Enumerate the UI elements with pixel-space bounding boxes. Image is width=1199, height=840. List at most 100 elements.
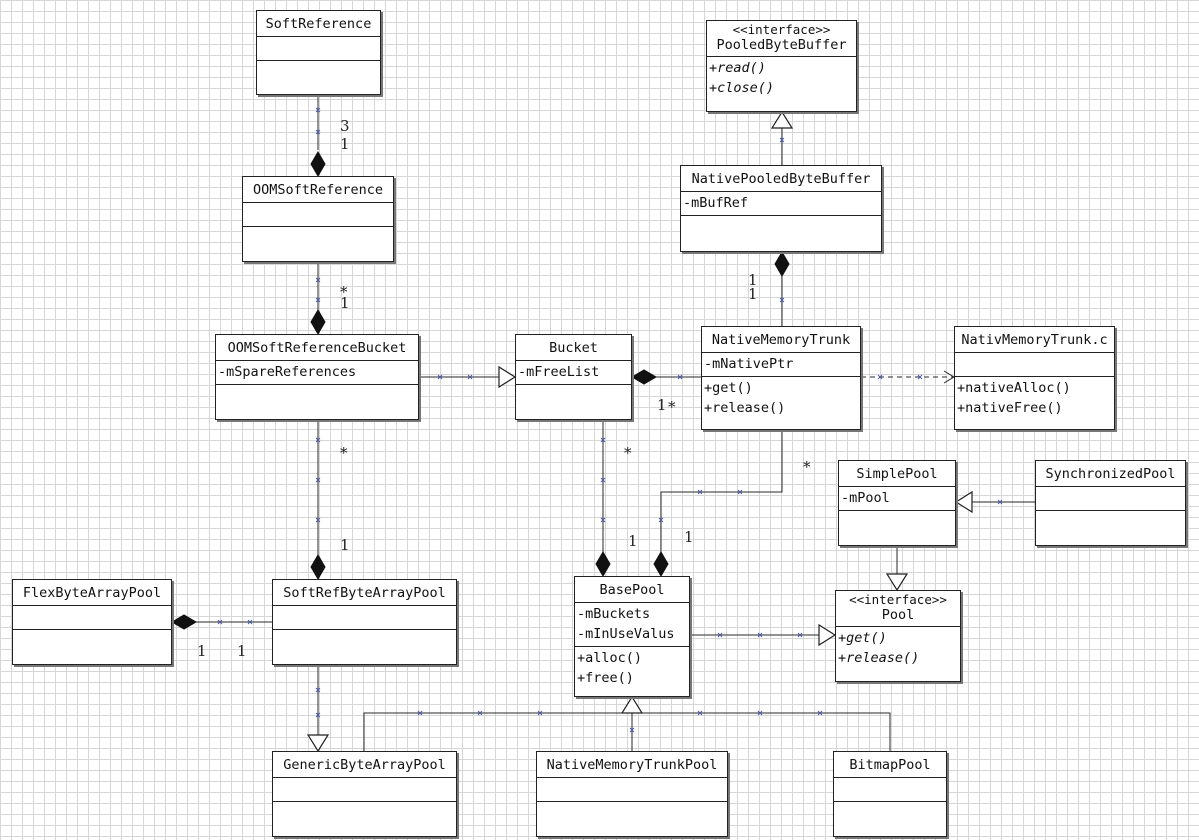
attributes-compartment [1036, 487, 1185, 511]
multiplicity-label: 1 [748, 271, 758, 289]
class-native-memory-trunk-pool[interactable]: NativeMemoryTrunkPool [536, 751, 728, 837]
attributes-compartment: -mBuckets -mInUseValus [575, 603, 689, 647]
attributes-compartment: -mNativePtr [702, 353, 860, 377]
class-nativ-memory-trunk-c[interactable]: NativMemoryTrunk.c +nativeAlloc() +nativ… [954, 326, 1115, 430]
realization-arrow [770, 110, 794, 129]
class-generic-byte-array-pool[interactable]: GenericByteArrayPool [272, 751, 457, 837]
operation-get: +get() [704, 380, 753, 396]
operations-compartment [681, 216, 881, 251]
composition-diamond [595, 551, 611, 577]
anchor-marker [737, 489, 743, 495]
class-pool[interactable]: <<interface>> Pool +get() +release() [835, 590, 961, 682]
multiplicity-label: 1 [340, 294, 350, 312]
anchor-marker [315, 517, 321, 523]
attribute-native-ptr: -mNativePtr [704, 356, 794, 372]
multiplicity-label: * [803, 458, 811, 476]
class-header: <<interface>> Pool [836, 591, 960, 627]
anchor-marker [757, 632, 763, 638]
multiplicity-label: * [668, 398, 676, 416]
anchor-marker [779, 297, 785, 303]
anchor-marker [247, 619, 253, 625]
operation-native-alloc: +nativeAlloc() [957, 380, 1071, 396]
anchor-marker [817, 710, 823, 716]
attributes-compartment: -mFreeList [516, 361, 631, 385]
generalization-line [363, 712, 891, 751]
class-header: <<interface>> PooledByteBuffer [707, 21, 856, 57]
class-pooled-byte-buffer[interactable]: <<interface>> PooledByteBuffer +read() +… [706, 20, 857, 112]
anchor-marker [477, 710, 483, 716]
class-name: NativMemoryTrunk.c [955, 327, 1114, 353]
operations-compartment [516, 385, 631, 419]
composition-diamond [310, 554, 326, 580]
stereotype-label: <<interface>> [849, 592, 947, 607]
class-name: OOMSoftReferenceBucket [216, 335, 418, 361]
anchor-marker [600, 477, 606, 483]
multiplicity-label: 1 [657, 396, 667, 414]
class-synchronized-pool[interactable]: SynchronizedPool [1035, 460, 1186, 546]
anchor-marker [917, 374, 923, 380]
anchor-marker [757, 710, 763, 716]
class-base-pool[interactable]: BasePool -mBuckets -mInUseValus +alloc()… [574, 576, 690, 697]
composition-diamond [774, 251, 790, 277]
composition-diamond [171, 614, 197, 630]
operations-compartment [537, 802, 727, 836]
class-name: PooledByteBuffer [716, 37, 847, 53]
multiplicity-label: 1 [684, 528, 694, 546]
composition-diamond [310, 151, 326, 177]
anchor-marker [677, 374, 683, 380]
multiplicity-label: * [624, 444, 632, 462]
anchor-marker [697, 489, 703, 495]
anchor-marker [437, 374, 443, 380]
realization-arrow [885, 573, 909, 592]
attribute-buckets: -mBuckets [577, 606, 651, 622]
operations-compartment [13, 630, 171, 664]
composition-diamond [631, 369, 657, 385]
operations-compartment: +alloc() +free() [575, 647, 689, 696]
anchor-marker [779, 137, 785, 143]
class-name: NativeMemoryTrunkPool [537, 752, 727, 778]
anchor-marker [467, 374, 473, 380]
class-soft-ref-byte-array-pool[interactable]: SoftRefByteArrayPool [272, 579, 457, 665]
anchor-marker [217, 619, 223, 625]
class-simple-pool[interactable]: SimplePool -mPool [838, 460, 956, 546]
operation-alloc: +alloc() [577, 650, 643, 666]
class-oom-soft-reference-bucket[interactable]: OOMSoftReferenceBucket -mSpareReferences [215, 334, 419, 420]
class-name: BitmapPool [834, 752, 946, 778]
class-name: Pool [881, 607, 915, 623]
class-soft-reference[interactable]: SoftReference [256, 10, 381, 95]
operation-native-free: +nativeFree() [957, 400, 1063, 416]
attribute-spare-references: -mSpareReferences [218, 364, 357, 380]
operations-compartment: +read() +close() [707, 57, 856, 111]
operations-compartment [834, 802, 946, 836]
class-name: SoftReference [257, 11, 380, 37]
class-flex-byte-array-pool[interactable]: FlexByteArrayPool [12, 579, 172, 665]
anchor-marker [997, 499, 1003, 505]
attribute-in-use-valus: -mInUseValus [577, 626, 675, 642]
class-bucket[interactable]: Bucket -mFreeList [515, 334, 632, 420]
attributes-compartment [273, 606, 456, 630]
operations-compartment [1036, 511, 1185, 545]
attribute-buf-ref: -mBufRef [683, 195, 749, 211]
anchor-marker [315, 477, 321, 483]
class-oom-soft-reference[interactable]: OOMSoftReference [242, 176, 394, 262]
multiplicity-label: * [340, 283, 348, 301]
class-bitmap-pool[interactable]: BitmapPool [833, 751, 947, 837]
anchor-marker [717, 632, 723, 638]
class-native-pooled-byte-buffer[interactable]: NativePooledByteBuffer -mBufRef [680, 165, 882, 252]
attribute-pool: -mPool [841, 490, 890, 506]
operation-free: +free() [577, 670, 634, 686]
class-name: FlexByteArrayPool [13, 580, 171, 606]
composition-line [660, 430, 783, 552]
anchor-marker [315, 297, 321, 303]
operation-read: +read() [709, 60, 766, 76]
class-name: NativePooledByteBuffer [681, 166, 881, 192]
multiplicity-label: 3 [340, 117, 350, 135]
generalization-arrow [306, 734, 330, 753]
attributes-compartment: -mPool [839, 487, 955, 511]
class-name: NativeMemoryTrunk [702, 327, 860, 353]
anchor-marker [877, 374, 883, 380]
anchor-marker [697, 710, 703, 716]
class-native-memory-trunk[interactable]: NativeMemoryTrunk -mNativePtr +get() +re… [701, 326, 861, 430]
